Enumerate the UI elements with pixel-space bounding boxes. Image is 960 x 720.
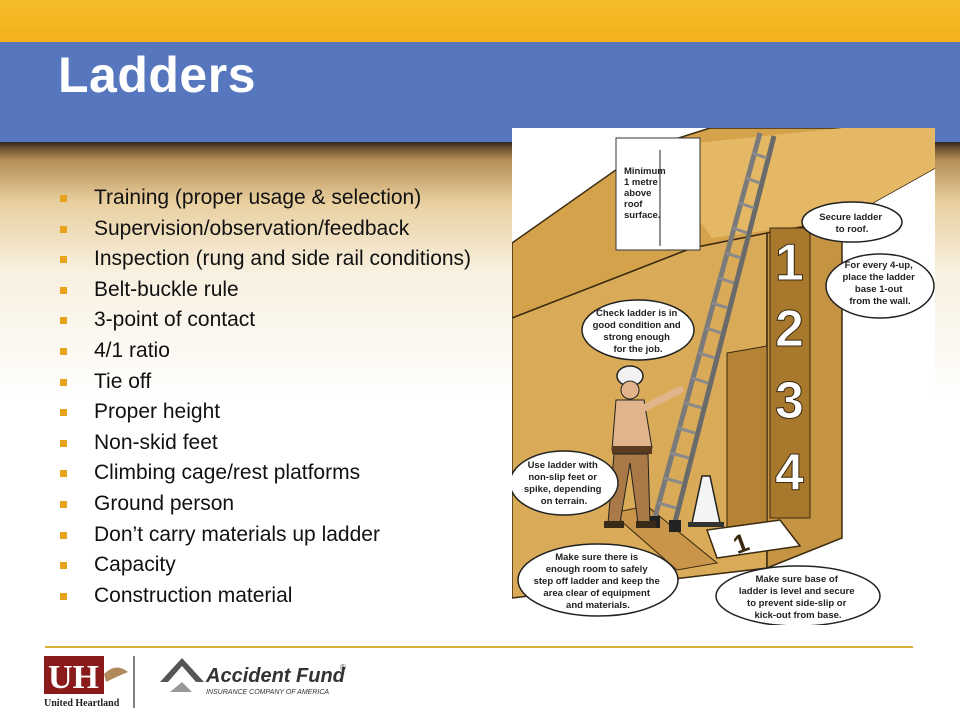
bullet-square-icon: [60, 592, 67, 600]
bullet-item: Construction material: [58, 584, 498, 608]
secure-bubble-text: Secure ladder to roof.: [819, 212, 884, 235]
height-number-1: 1: [775, 234, 804, 292]
extension-ladder: [648, 132, 777, 532]
uh-mark: [44, 656, 104, 694]
minimum-label-text: Minimum 1 metre above roof surface.: [624, 166, 668, 221]
bullet-square-icon: [60, 500, 67, 508]
bullet-item: Don’t carry materials up ladder: [58, 523, 498, 547]
bullet-square-icon: [60, 409, 67, 417]
bullet-item: 4/1 ratio: [58, 339, 498, 363]
bullet-item: Proper height: [58, 400, 498, 424]
door-opening: [726, 345, 768, 551]
room-bubble: [517, 543, 679, 617]
roof-surface: [647, 128, 935, 238]
bullet-item: Capacity: [58, 553, 498, 577]
ladder-safety-illustration: 1 2 3 4 1: [512, 128, 935, 625]
af-tagline: INSURANCE COMPANY OF AMERICA: [206, 689, 329, 696]
cone-base: [688, 522, 724, 527]
bullet-item: Training (proper usage & selection): [58, 186, 498, 210]
height-marker-column: [769, 227, 811, 519]
bullet-square-icon: [60, 470, 67, 478]
top-accent-bar: [0, 0, 960, 42]
feet-bubble: [512, 450, 619, 516]
bullet-item: Tie off: [58, 370, 498, 394]
af-name: Accident Fund: [205, 665, 346, 687]
bullet-square-icon: [60, 317, 67, 325]
minimum-label-box: [615, 137, 701, 251]
united-heartland-logo: UH United Heartland: [44, 656, 135, 709]
bullet-square-icon: [60, 225, 67, 233]
ratio-bubble: [825, 253, 935, 319]
bullet-square-icon: [60, 439, 67, 447]
bullet-square-icon: [60, 256, 67, 264]
accident-fund-logo: Accident Fund ® INSURANCE COMPANY OF AME…: [160, 658, 346, 696]
bullet-item: Inspection (rung and side rail condition…: [58, 247, 498, 271]
footer-divider: [45, 646, 913, 648]
height-number-2: 2: [775, 300, 804, 358]
bullet-square-icon: [60, 286, 67, 294]
bullet-square-icon: [60, 531, 67, 539]
secure-bubble: [801, 201, 903, 243]
room-bubble-text: Make sure there is enough room to safely…: [534, 552, 663, 611]
bullet-item: Ground person: [58, 492, 498, 516]
base-bubble-text: Make sure base of ladder is level and se…: [739, 574, 857, 621]
af-triangle-icon: [160, 658, 204, 682]
bullet-square-icon: [60, 562, 67, 570]
worker-figure: [604, 365, 684, 528]
check-bubble-text: Check ladder is in good condition and st…: [593, 308, 684, 355]
bullet-item: Belt-buckle rule: [58, 278, 498, 302]
uh-name: United Heartland: [44, 698, 120, 709]
title-bar: [0, 42, 960, 142]
bullet-item: Supervision/observation/feedback: [58, 217, 498, 241]
bullet-item: 3-point of contact: [58, 308, 498, 332]
feet-bubble-text: Use ladder with non-slip feet or spike, …: [524, 460, 604, 507]
bullet-item: Non-skid feet: [58, 431, 498, 455]
af-registered-mark: ®: [340, 663, 346, 672]
check-bubble: [581, 299, 695, 361]
svg-text:UH: UH: [48, 659, 99, 696]
bullet-square-icon: [60, 378, 67, 386]
height-number-4: 4: [775, 444, 804, 502]
height-number-3: 3: [775, 372, 804, 430]
bullet-list: Training (proper usage & selection) Supe…: [58, 186, 498, 614]
bullet-square-icon: [60, 195, 67, 202]
bullet-square-icon: [60, 347, 67, 355]
base-bubble: [715, 565, 881, 625]
slide-title: Ladders: [58, 47, 257, 103]
uh-swoosh: [104, 667, 128, 682]
ratio-bubble-text: For every 4-up, place the ladder base 1-…: [843, 260, 918, 307]
base-marker: [705, 519, 802, 559]
bullet-item: Climbing cage/rest platforms: [58, 461, 498, 485]
